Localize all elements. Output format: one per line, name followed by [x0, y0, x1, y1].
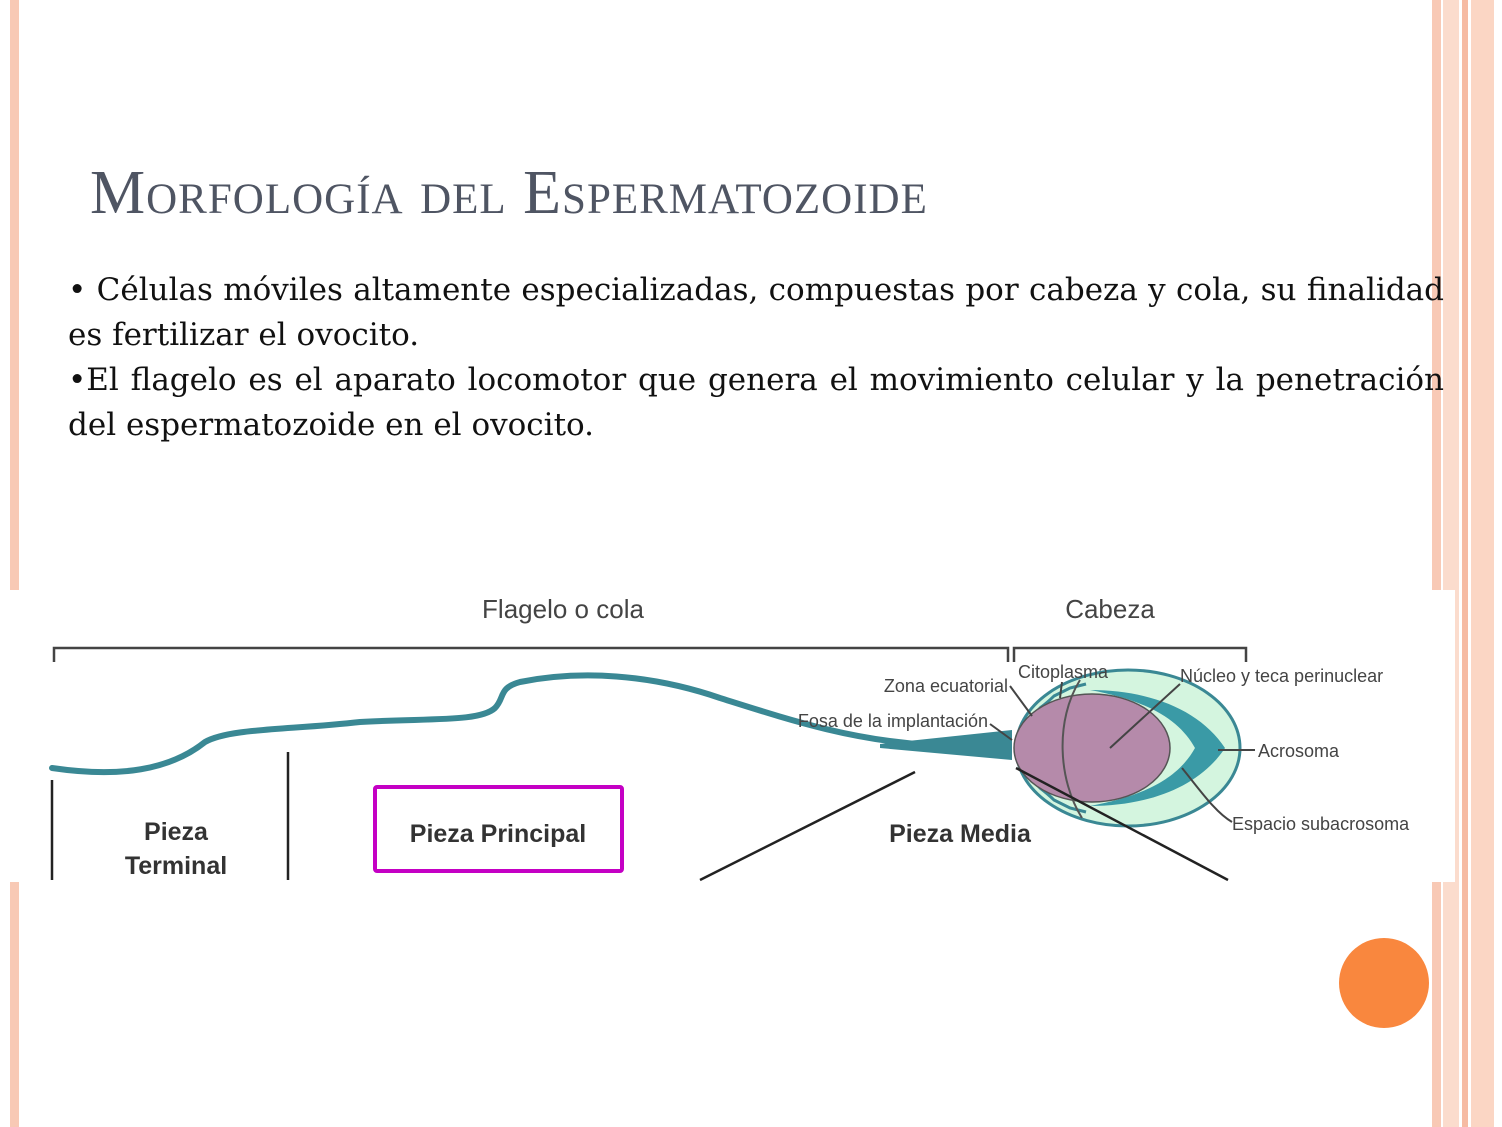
middle-piece [880, 730, 1012, 760]
flagelo-label: Flagelo o cola [482, 594, 644, 624]
pieza-principal-highlight [373, 785, 624, 873]
right-frame-bar [1471, 0, 1494, 1127]
citoplasma-label: Citoplasma [1018, 662, 1109, 682]
media-right-line [1015, 766, 1229, 882]
zona-leader [1009, 685, 1033, 717]
cabeza-bracket [1012, 646, 1248, 662]
pieza-terminal-label-2: Terminal [125, 852, 227, 880]
espacio-label: Espacio subacrosoma [1232, 814, 1410, 834]
media-left-line [699, 770, 916, 882]
nucleo-leader [1109, 683, 1181, 749]
zona-ecuatorial-label: Zona ecuatorial [884, 676, 1008, 696]
nucleus [1013, 693, 1171, 803]
citoplasma-leader [1059, 681, 1063, 699]
flagelo-bracket [52, 646, 1010, 662]
head-inner-line [1061, 679, 1083, 819]
slide-title: Morfología del Espermatozoide [90, 159, 928, 227]
accent-circle [1339, 938, 1429, 1028]
pieza-principal-label: Pieza Principal [410, 820, 586, 848]
flagellum [49, 672, 1011, 776]
right-frame-bar [1432, 0, 1441, 1127]
cabeza-label: Cabeza [1065, 594, 1155, 624]
bullet-2: •El flagelo es el aparato locomotor que … [68, 362, 1444, 443]
espacio-leader [1181, 767, 1233, 823]
acrosome [1090, 690, 1225, 806]
right-frame-bar [1462, 0, 1468, 1127]
fosa-label: Fosa de la implantación [798, 711, 988, 731]
sperm-diagram: Flagelo o cola Cabeza Zona ecuatorial Ci… [0, 590, 1455, 882]
nucleo-label: Núcleo y teca perinuclear [1180, 666, 1383, 686]
acrosoma-label: Acrosoma [1258, 741, 1340, 761]
right-frame-bar [1443, 0, 1459, 1127]
bullet-1: • Células móviles altamente especializad… [68, 272, 1444, 353]
pieza-terminal-label: Pieza [144, 818, 209, 846]
slide-body: • Células móviles altamente especializad… [68, 268, 1444, 448]
left-frame-bar [10, 0, 19, 1127]
fosa-leader [989, 723, 1013, 741]
pieza-media-label: Pieza Media [889, 820, 1032, 848]
